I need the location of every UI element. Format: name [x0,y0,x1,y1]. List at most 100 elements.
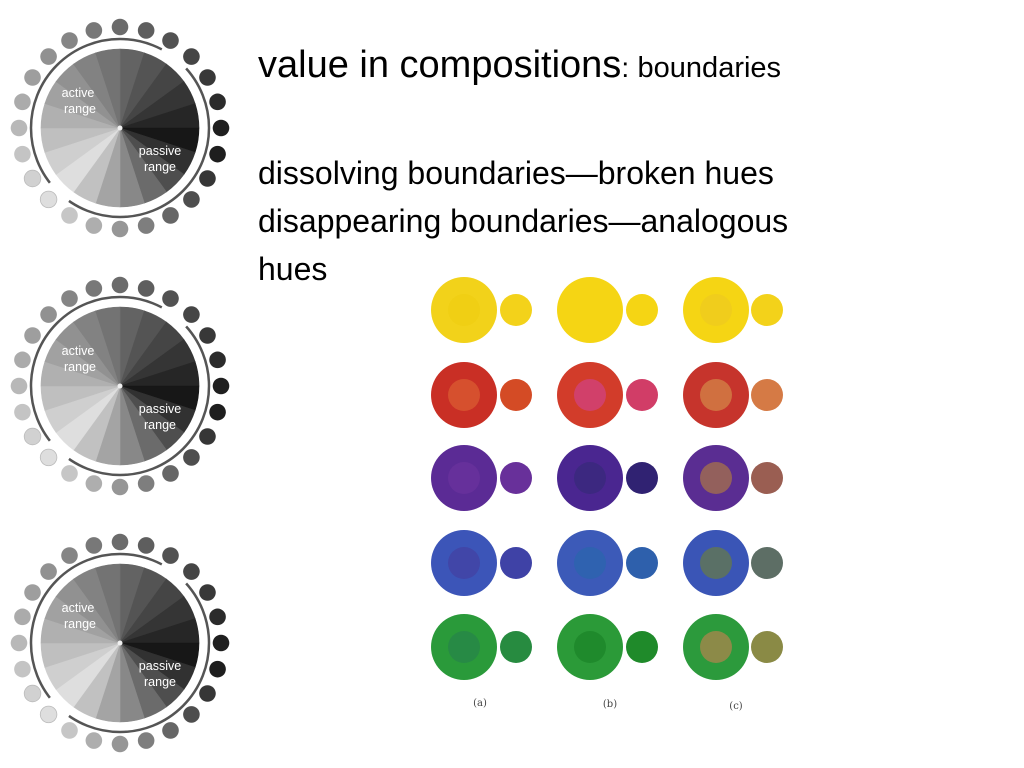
swatch-inner-circle [700,294,732,326]
wheel-dot [40,306,57,323]
wheel-dot [212,377,230,395]
wheel-dot [183,706,200,723]
wheel-ring-gap [47,439,71,461]
swatch-small-circle [500,462,532,494]
wheel-outer-ring [29,552,211,734]
swatch-inner-circle [700,379,732,411]
swatch-inner-circle [448,294,480,326]
wheel-dot [61,290,78,307]
wheel-dot [61,207,78,224]
subtitle-block: dissolving boundaries—broken hues disapp… [258,149,788,293]
wheel-dot [85,537,103,554]
subtitle-line: dissolving boundaries—broken hues [258,155,774,191]
wheel-dot [10,119,28,137]
swatch-small-circle [626,379,658,411]
wheel-dot [209,351,226,369]
wheel-dot [14,608,31,626]
swatch-inner-circle [448,631,480,663]
wheel-dot [209,660,226,678]
wheel-inner-ring [33,41,207,215]
wheel-dot [14,93,31,111]
wheel-dot [111,276,129,294]
wheel-dot [24,584,41,601]
swatch-inner-circle [448,462,480,494]
title-sub: boundaries [637,52,782,84]
wheel-range-label: active [62,86,95,100]
wheel-dot [162,465,179,482]
swatch-small-circle [626,547,658,579]
wheel-range-label: range [64,360,96,374]
wheel-dot [199,69,216,86]
swatch-inner-circle [700,462,732,494]
wheel-dot [199,584,216,601]
swatch-small-circle [500,379,532,411]
swatch-inner-circle [574,379,606,411]
wheel-range-label: range [144,675,176,689]
wheel-dot [85,22,103,39]
swatch-inner-circle [448,379,480,411]
swatch-small-circle [751,294,783,326]
wheel-dot [111,18,129,36]
wheel-dot [111,220,129,238]
wheel-outer-ring [29,295,211,477]
wheel-wedge [95,306,121,387]
swatch-column-label: (a) [473,698,487,709]
wheel-center [117,125,123,131]
wheel-dot [61,32,78,49]
swatch-inner-circle [574,547,606,579]
wheel-dot [39,190,58,209]
wheel-range-label: passive [139,144,181,158]
wheel-dot [61,722,78,739]
wheel-ring-gap [160,47,188,71]
wheel-dot [183,306,200,323]
wheel-range-label: active [62,344,95,358]
wheel-dot [23,684,42,703]
value-wheel-column: active range passive range active range passi… [10,18,230,758]
wheel-ring-gap [47,696,71,718]
wheel-dot [137,22,155,39]
swatch-inner-circle [574,631,606,663]
wheel-dot [24,327,41,344]
wheel-dot [183,191,200,208]
wheel-dot [209,608,226,626]
wheel-wedge [95,563,121,644]
wheel-dot [111,533,129,551]
wheel-dot [10,634,28,652]
wheel-dot [61,465,78,482]
swatch-small-circle [500,547,532,579]
wheel-dot [162,290,179,307]
wheel-range-label: range [144,418,176,432]
wheel-dot [199,170,216,187]
wheel-center [117,383,123,389]
swatch-inner-circle [700,631,732,663]
wheel-dot [85,475,103,492]
wheel-dot [162,547,179,564]
wheel-range-label: passive [139,659,181,673]
wheel-dot [111,735,129,753]
wheel-dot [162,722,179,739]
wheel-dot [40,563,57,580]
wheel-dot [39,705,58,724]
wheel-dot [111,478,129,496]
wheel-dot [85,217,103,234]
wheel-dot [40,48,57,65]
wheel-ring-gap [160,562,188,586]
swatch-small-circle [751,631,783,663]
wheel-dot [137,537,155,554]
subtitle-line: hues [258,251,328,287]
wheel-dot [137,280,155,297]
swatch-small-circle [751,547,783,579]
wheel-range-label: range [64,102,96,116]
wheel-dot [199,428,216,445]
wheel-ring-gap [47,181,71,203]
wheel-dot [183,563,200,580]
wheel-dot [209,93,226,111]
swatch-column-label: (b) [603,699,617,710]
wheel-dot [23,169,42,188]
wheel-outer-ring [29,37,211,219]
wheel-dot [85,280,103,297]
title-main: value in compositions [258,44,622,86]
